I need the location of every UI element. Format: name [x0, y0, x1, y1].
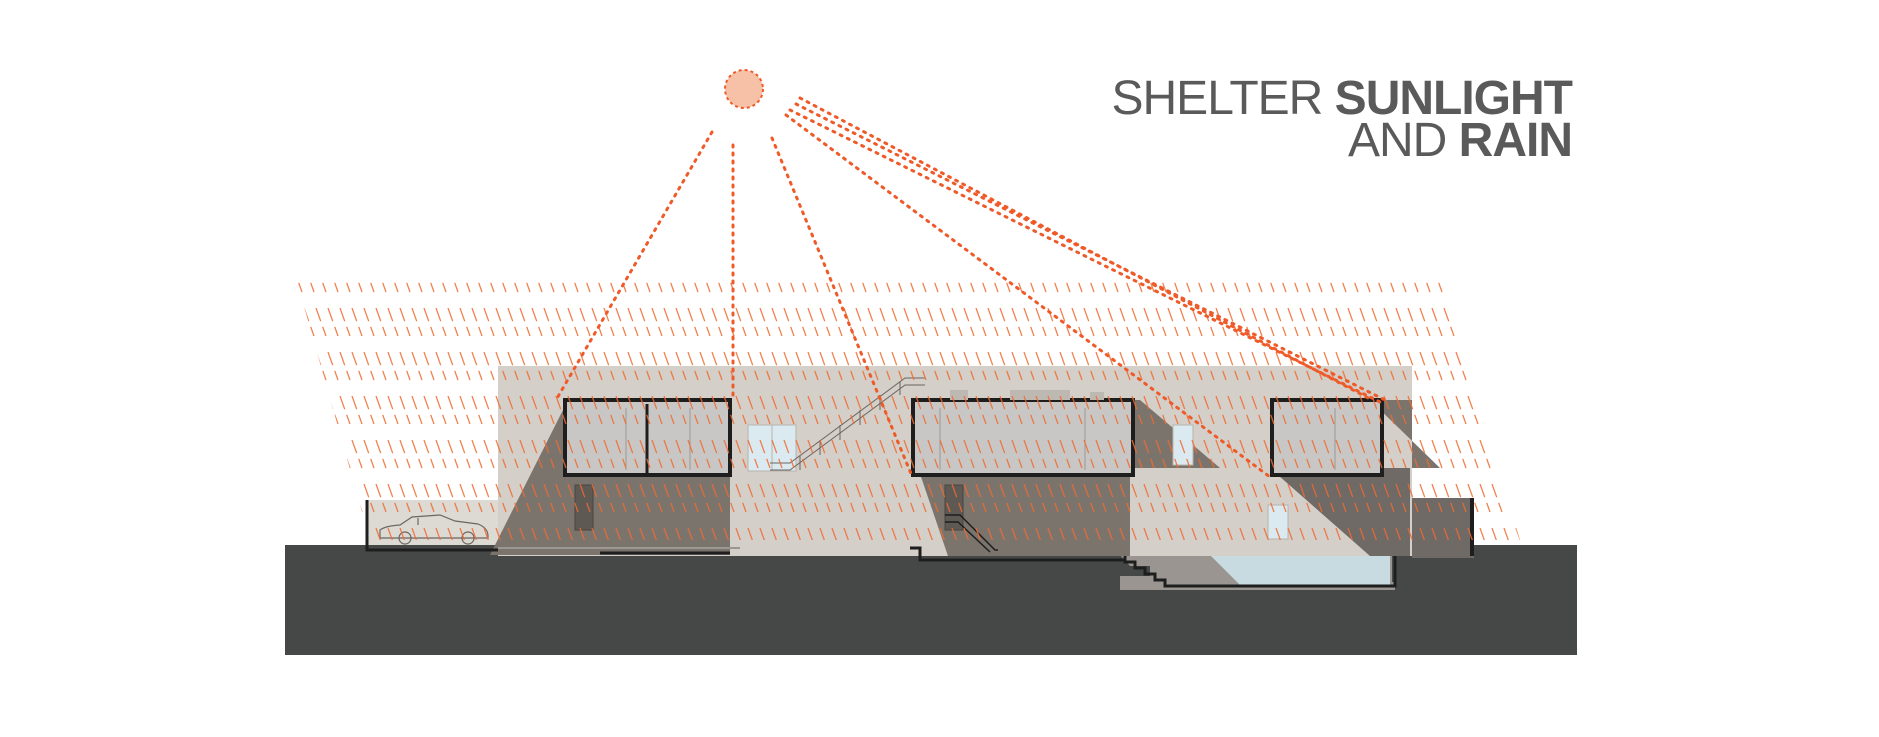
sun-rays	[554, 96, 1387, 479]
title-word-sunlight: SUNLIGHT	[1334, 72, 1573, 125]
basement-stair-outline	[1123, 555, 1397, 588]
title-line-2: AND RAIN	[1000, 117, 1573, 165]
basement-glass	[1210, 555, 1390, 585]
sun-icon	[724, 69, 764, 109]
rain-field	[296, 278, 1520, 540]
diagram-title: SHELTER SUNLIGHT AND RAIN	[1000, 75, 1574, 165]
title-word-shelter: SHELTER	[1111, 72, 1324, 125]
title-word-rain: RAIN	[1458, 114, 1573, 167]
title-word-and: AND	[1347, 114, 1447, 167]
title-line-1: SHELTER SUNLIGHT	[1000, 75, 1574, 123]
